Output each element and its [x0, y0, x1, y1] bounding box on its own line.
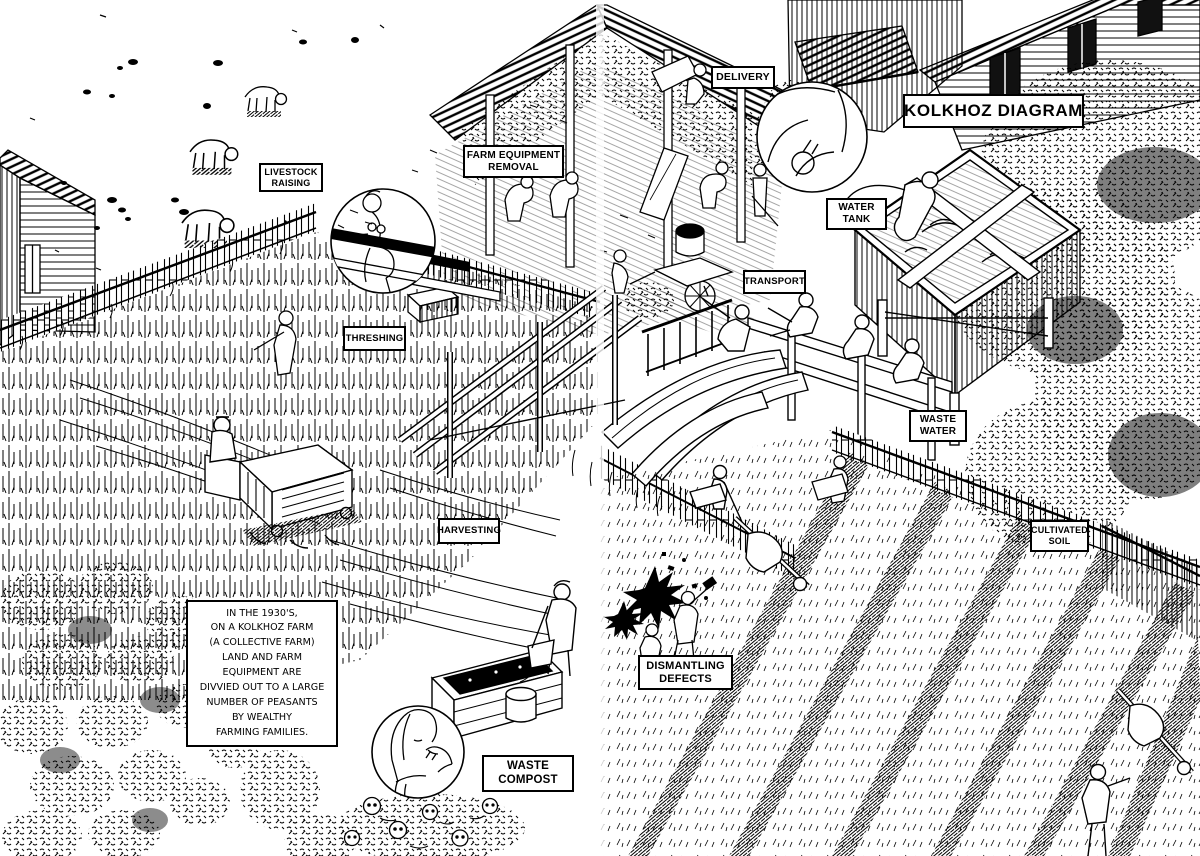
left-fence [0, 203, 317, 352]
hand-detail-inset [756, 81, 868, 193]
label-farm-equipment-removal: FARM EQUIPMENT REMOVAL [463, 145, 564, 178]
label-dismantling-defects: DISMANTLING DEFECTS [638, 655, 733, 690]
label-livestock-raising: LIVESTOCK RAISING [259, 163, 323, 192]
dark-corner-fence [1101, 518, 1200, 642]
harvester-car [204, 416, 362, 549]
compost-bin [430, 579, 577, 740]
label-water-tank: WATER TANK [826, 198, 887, 230]
label-cultivated-soil: CULTIVATED SOIL [1030, 520, 1089, 552]
label-waste-compost: WASTE COMPOST [482, 755, 574, 792]
woman-detail-inset [371, 705, 465, 799]
label-delivery: DELIVERY [711, 66, 775, 89]
page-gutter [596, 0, 604, 856]
waste-water-streams [571, 349, 809, 517]
skeleton-pile [335, 794, 525, 856]
flume-bench [641, 285, 953, 461]
label-harvesting: HARVESTING [437, 518, 501, 544]
bottom-left-bushes [0, 562, 356, 856]
water-tank [842, 148, 1082, 446]
narration-box: IN THE 1930'S, ON A KOLKHOZ FARM (A COLL… [186, 600, 338, 747]
thresher-detail-inset [330, 188, 436, 294]
transport-cart [611, 223, 755, 340]
label-waste-water: WASTE WATER [909, 410, 967, 442]
label-threshing: THRESHING [343, 326, 406, 351]
page-title-text: KOLKHOZ DIAGRAM [904, 100, 1083, 120]
page-title: KOLKHOZ DIAGRAM [903, 94, 1084, 128]
label-transport: TRANSPORT [743, 270, 806, 294]
